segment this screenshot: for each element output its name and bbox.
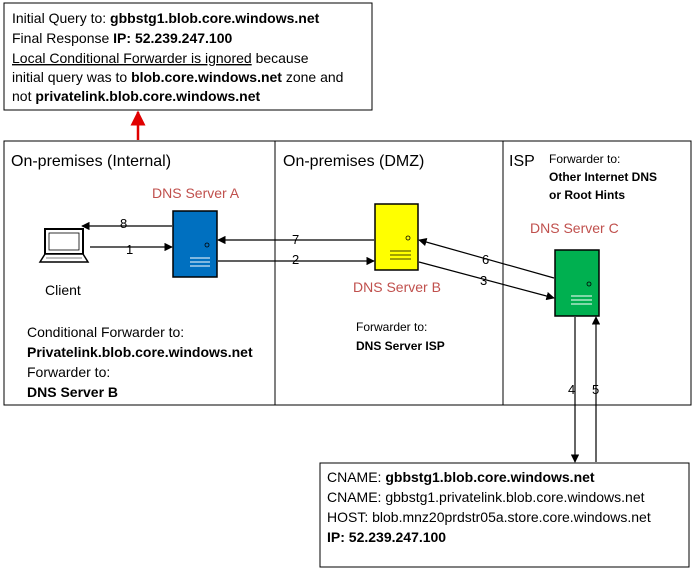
dns-server-b-label: DNS Server B <box>353 279 441 295</box>
result-line-cname-2: CNAME: gbbstg1.privatelink.blob.core.win… <box>327 489 645 505</box>
internal-forwarder-value: DNS Server B <box>27 384 118 400</box>
zone-title-dmz: On-premises (DMZ) <box>283 153 424 170</box>
step-3-label: 3 <box>480 273 487 288</box>
dns-server-c-icon <box>554 249 600 317</box>
note-line-initial-query: Initial Query to: gbbstg1.blob.core.wind… <box>12 10 320 26</box>
step-6-label: 6 <box>482 252 489 267</box>
result-line-host: HOST: blob.mnz20prdstr05a.store.core.win… <box>327 509 651 525</box>
isp-forwarder-line2: or Root Hints <box>549 188 625 202</box>
zones-frame <box>3 140 692 406</box>
initial-query-note-box <box>3 2 373 111</box>
laptop-icon <box>38 228 90 263</box>
step-4-label: 4 <box>568 382 575 397</box>
step-7-label: 7 <box>292 232 299 247</box>
isp-forwarder-label: Forwarder to: <box>549 152 620 166</box>
zone-title-isp: ISP <box>509 153 535 170</box>
internal-cond-forwarder-label: Conditional Forwarder to: <box>27 324 184 340</box>
resolution-result-box <box>319 462 690 568</box>
internal-forwarder-label: Forwarder to: <box>27 364 110 380</box>
note-line-ignored: Local Conditional Forwarder is ignored b… <box>12 50 309 66</box>
step-5-label: 5 <box>592 382 599 397</box>
dmz-forwarder-value: DNS Server ISP <box>356 339 445 353</box>
dns-server-b-icon <box>374 203 419 271</box>
note-line-privatelink: not privatelink.blob.core.windows.net <box>12 88 261 104</box>
internal-cond-forwarder-value: Privatelink.blob.core.windows.net <box>27 344 253 360</box>
step-2-label: 2 <box>292 252 299 267</box>
result-line-ip: IP: 52.239.247.100 <box>327 529 446 545</box>
dns-server-a-label: DNS Server A <box>152 185 240 201</box>
dmz-forwarder-label: Forwarder to: <box>356 320 427 334</box>
arrow-step-6 <box>418 238 555 279</box>
dns-server-a-icon <box>172 210 218 278</box>
isp-forwarder-line1: Other Internet DNS <box>549 170 657 184</box>
step-1-label: 1 <box>126 242 133 257</box>
zone-title-internal: On-premises (Internal) <box>11 153 171 170</box>
client-label: Client <box>45 282 81 298</box>
step-8-label: 8 <box>120 216 127 231</box>
dns-server-c-label: DNS Server C <box>530 220 619 236</box>
note-line-zone: initial query was to blob.core.windows.n… <box>12 69 343 85</box>
arrow-step-3 <box>418 261 555 301</box>
note-line-final-response: Final Response IP: 52.239.247.100 <box>12 30 232 46</box>
result-line-cname-1: CNAME: gbbstg1.blob.core.windows.net <box>327 469 595 485</box>
